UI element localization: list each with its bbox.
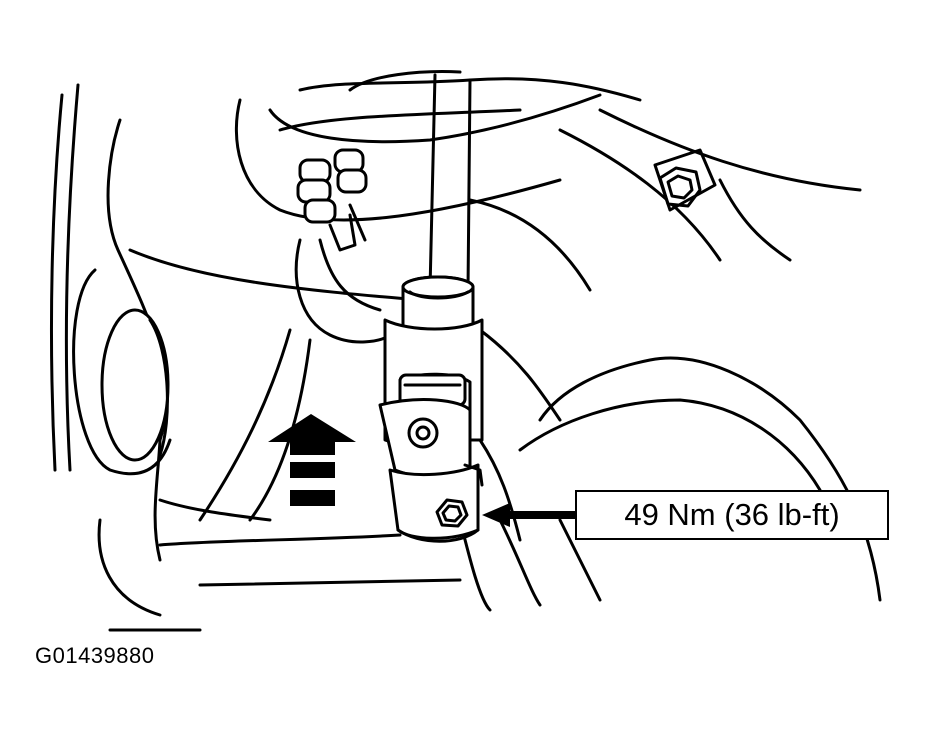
floor-lines	[128, 238, 462, 587]
round-component	[72, 268, 172, 476]
up-arrow-icon	[268, 414, 356, 506]
left-body-panel	[49, 83, 202, 632]
torque-spec-label: 49 Nm (36 lb-ft)	[575, 490, 889, 540]
steering-shaft	[378, 73, 484, 543]
upper-hose-assembly	[234, 70, 642, 252]
left-arrow-icon	[482, 503, 575, 527]
figure-id: G01439880	[35, 643, 155, 668]
right-body-panel	[458, 108, 882, 612]
